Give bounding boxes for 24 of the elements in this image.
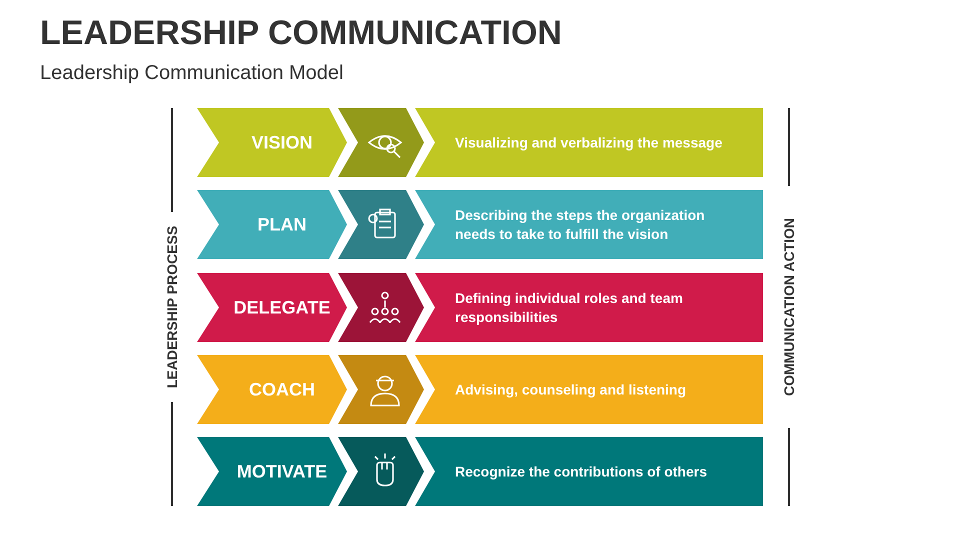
chevron-shape [197,190,347,259]
side-label: LEADERSHIP PROCESS [164,226,180,388]
description-banner [415,437,763,506]
description-banner [415,355,763,424]
title: LEADERSHIP COMMUNICATION [40,14,562,53]
step-name: DELEGATE [234,297,330,318]
description-text: Advising, counseling and listening [455,380,688,399]
subtitle: Leadership Communication Model [40,62,344,85]
chevron-shape [197,273,347,342]
description-text: Recognize the contributions of others [455,462,708,481]
description-banner [415,273,763,342]
chevron-shape [197,108,347,177]
description-banner [415,190,763,259]
chevron-shape [197,355,347,424]
step-name: VISION [252,132,312,153]
description-banner [415,108,763,177]
description-text: Describing the steps the organization needs to take to fulfill the vision [455,206,706,244]
step-name: COACH [249,379,315,400]
chevron-shape [197,437,347,506]
step-name: MOTIVATE [236,461,328,482]
description-text: Defining individual roles and team responsibilities [455,288,684,326]
step-name: PLAN [258,214,306,235]
side-label: COMMUNICATION ACTION [781,218,797,396]
description-text: Visualizing and verbalizing the message [455,133,723,152]
